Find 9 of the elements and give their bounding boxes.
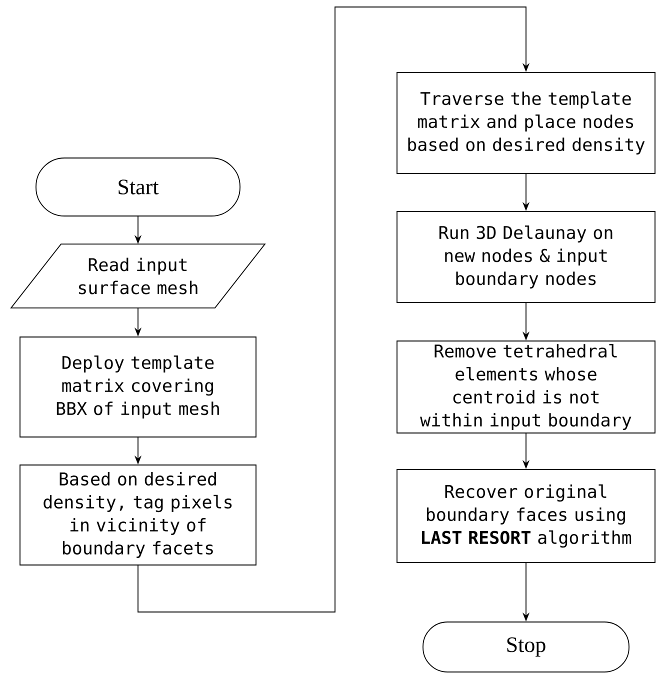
process-box: Deploy template matrix covering BBX of input mesh [20,336,256,438]
process-box: Based on desired density, tag pixels in vicinity of boundary facets [20,464,256,566]
terminal-box: Stop [422,622,630,672]
process-box: Recover original boundary faces using LAST RESORT algorithm [396,469,656,563]
process-box: Run 3D Delaunay on new nodes & input boundary nodes [396,211,656,303]
terminal-box: Start [36,158,240,216]
arrow [138,6,530,612]
process-box: Traverse the template matrix and place nodes based on desired density [396,72,656,174]
process-box: Remove tetrahedral elements whose centroid is not within input boundary [396,340,656,434]
